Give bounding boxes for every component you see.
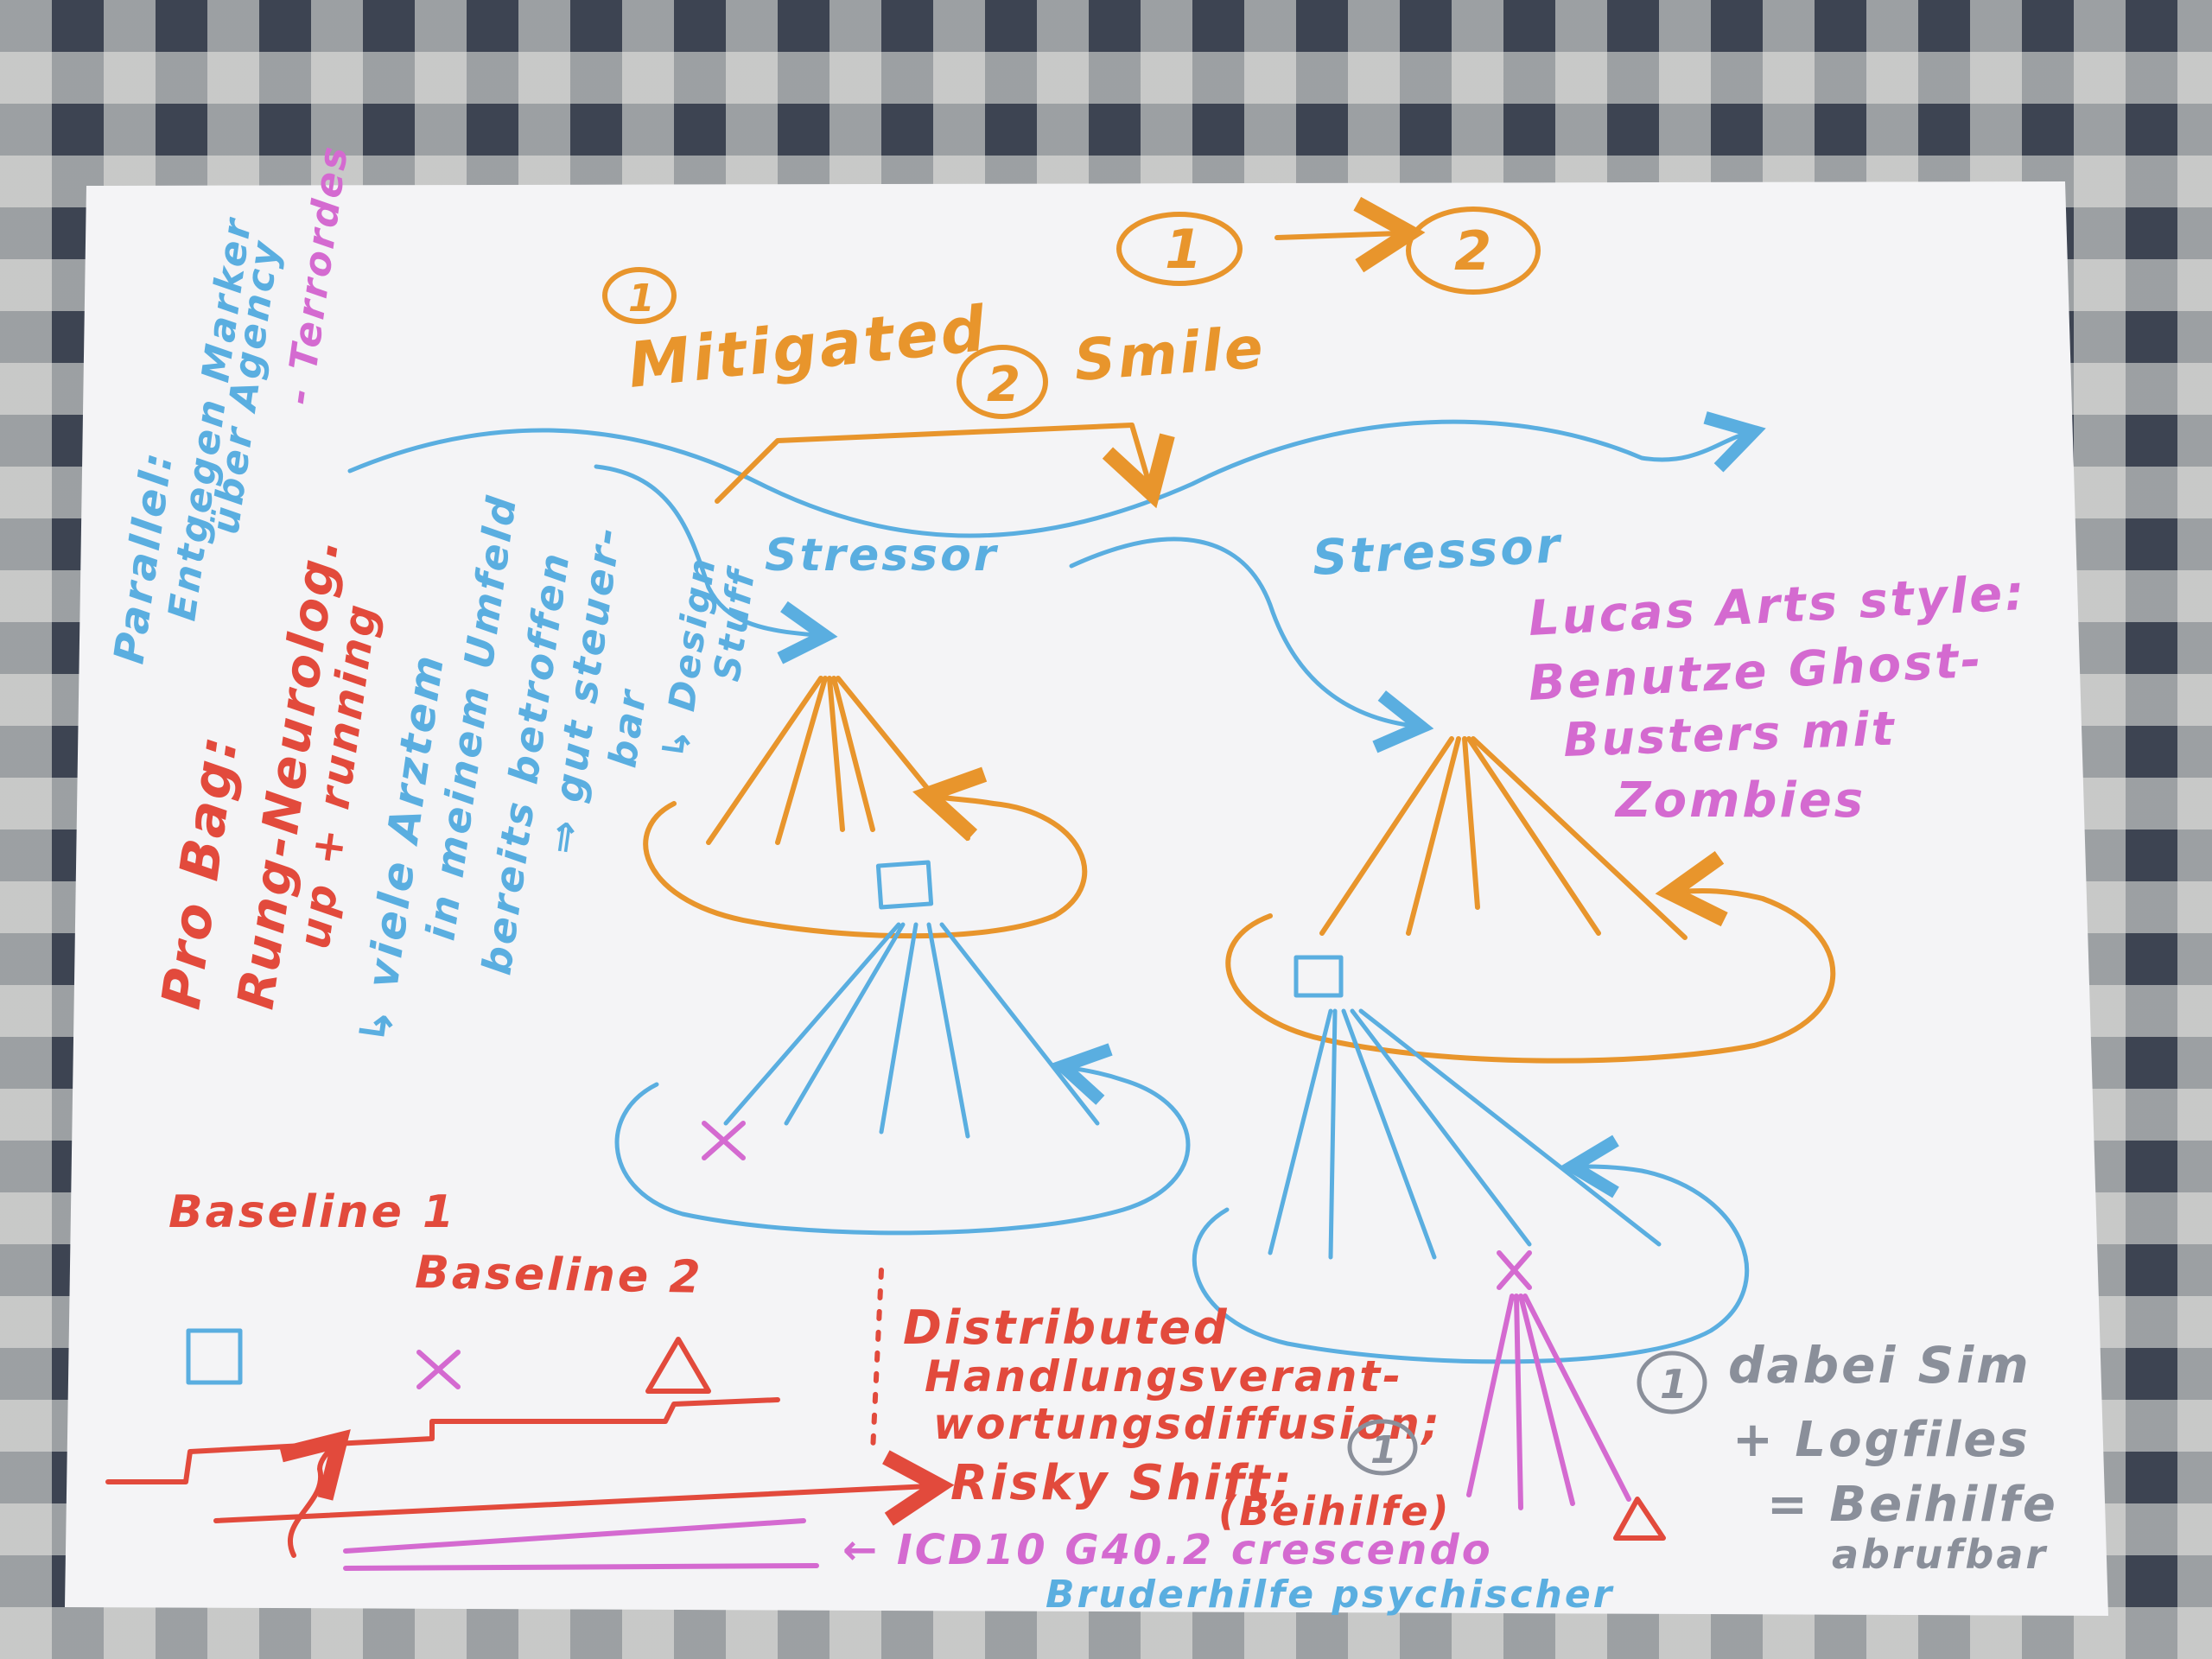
- stressor-left-label: Stressor: [765, 530, 999, 582]
- heading-1-circle-icon: [602, 267, 677, 324]
- left-orange-tornado: [643, 676, 1088, 939]
- right-orange-tornado: [1225, 736, 1836, 1064]
- circle-2-icon: [1406, 207, 1541, 295]
- heading-smile: 2 Smile: [957, 315, 1268, 419]
- baseline-step-line: [105, 1397, 780, 1484]
- right-note: 1 dabei Sim + Logfiles = Beihilfe abrufb…: [1637, 1336, 2058, 1578]
- baseline-square-icon: [186, 1328, 243, 1385]
- legend-from-label: 1: [1165, 218, 1205, 281]
- right-blue-tornado: [1192, 1008, 1750, 1364]
- term-3: wortungsdiffusion;: [933, 1399, 1442, 1449]
- red-curve-arrow: [279, 1429, 351, 1558]
- timeline-wave: [347, 411, 1766, 538]
- right-square-marker-icon: [1294, 955, 1344, 998]
- dotted-divider: [870, 1268, 884, 1454]
- term-7: Bruderhilfe psychischer: [1046, 1573, 1614, 1617]
- paper: [65, 181, 2108, 1616]
- stressor-right-label: Stressor: [1311, 518, 1564, 587]
- pink-bar-1: [343, 1518, 806, 1554]
- term-6: ← ICD10 G40.2 crescendo: [842, 1526, 1493, 1574]
- right-x-marker-icon: [1497, 1250, 1532, 1290]
- left-blue-tornado: [614, 922, 1191, 1236]
- left-blue-funnel-lines: [723, 922, 1100, 1139]
- term-4: Risky Shift;: [950, 1455, 1294, 1511]
- right-blue-funnel-lines: [1268, 1008, 1662, 1260]
- right-orange-swirl: [1225, 850, 1836, 1064]
- pink-bar-2: [343, 1563, 819, 1571]
- terms-list: Distributed Handlungsverant- wortungsdif…: [842, 1300, 1614, 1617]
- lucas-line-4: Zombies: [1614, 772, 1866, 829]
- center-circle-1-icon: [1347, 1419, 1418, 1476]
- left-orange-swirl: [643, 766, 1088, 939]
- stressor-left-arrow: [594, 464, 838, 664]
- legend-to-label: 2: [1454, 219, 1494, 283]
- stressor-right-arrow: [1069, 537, 1434, 753]
- lucas-line-3: Busters mit: [1562, 702, 1897, 767]
- heading-1-num: 1: [628, 276, 658, 321]
- square-marker-icon: [875, 860, 934, 910]
- right-orange-funnel-lines: [1319, 736, 1688, 940]
- right-blue-swirl: [1192, 1135, 1750, 1364]
- heading-2-text: Smile: [1072, 315, 1268, 394]
- baseline-2-label: Baseline 2: [415, 1247, 703, 1304]
- right-note-line-3: = Beihilfe: [1767, 1477, 2058, 1533]
- left-blue-swirl: [614, 1043, 1191, 1236]
- term-2: Handlungsverant-: [925, 1351, 1403, 1402]
- pink-funnel-lines: [1466, 1294, 1631, 1510]
- left-orange-funnel-lines: [706, 676, 970, 845]
- right-note-line-1: dabei Sim: [1728, 1336, 2031, 1395]
- legend-sequence: 1 2: [1116, 196, 1541, 295]
- right-note-num: 1: [1660, 1361, 1690, 1408]
- baseline-triangle-icon: [645, 1337, 711, 1394]
- baseline-1-label: Baseline 1: [168, 1186, 456, 1238]
- heading-2-num: 2: [987, 357, 1023, 413]
- pro-bag-line-8: bar: [601, 685, 655, 770]
- baseline-x-icon: [416, 1350, 461, 1389]
- sequence-arrow: [1274, 196, 1426, 273]
- right-note-circle-icon: [1637, 1351, 1707, 1414]
- right-note-line-4: abrufbar: [1832, 1531, 2048, 1578]
- x-marker-icon: [702, 1121, 746, 1160]
- term-1: Distributed: [903, 1300, 1230, 1355]
- term-5: (Beihilfe): [1218, 1488, 1452, 1535]
- right-note-line-2: + Logfiles: [1732, 1412, 2031, 1468]
- bottom-triangle-icon: [1613, 1497, 1666, 1541]
- circle-1-icon: [1116, 212, 1243, 286]
- center-circle-1-num: 1: [1370, 1428, 1400, 1472]
- heading-2-circle-icon: [957, 345, 1048, 419]
- shift-bracket-arrow: [715, 423, 1175, 509]
- red-horizontal-arrow: [213, 1450, 955, 1526]
- lucas-arts-notes: Lucas Arts style: Benutze Ghost- Busters…: [1527, 565, 2028, 829]
